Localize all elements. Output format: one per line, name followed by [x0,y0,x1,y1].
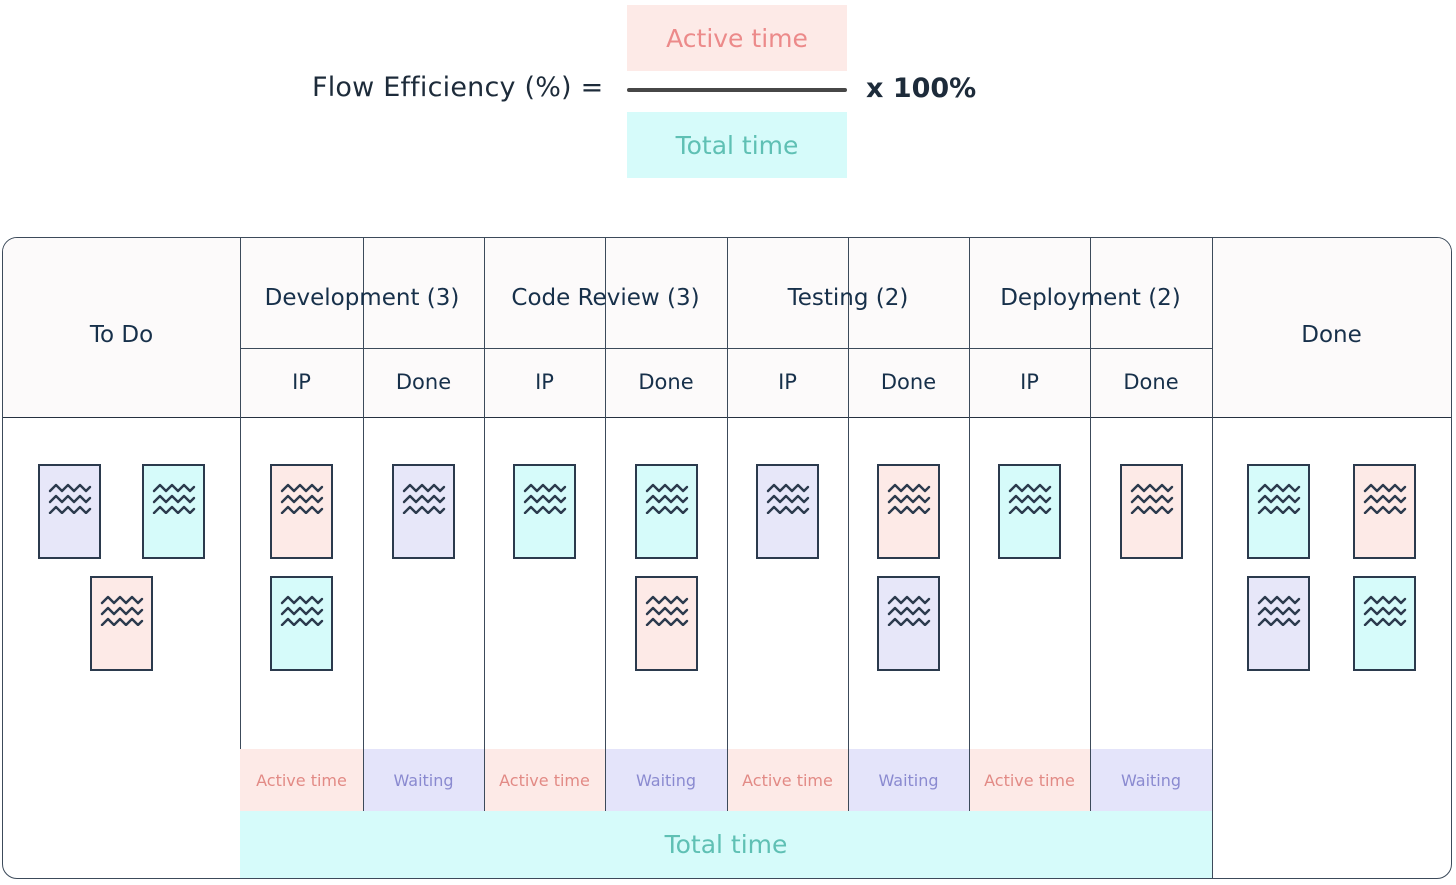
column-separator [484,238,486,878]
stage-header-code-review-3[interactable]: Code Review (3) [511,285,700,311]
card[interactable] [756,464,819,559]
sub-column-header-development-3-done[interactable]: Done [395,370,452,394]
time-band-waiting-8: Waiting [1090,749,1212,811]
stage-header-testing-2[interactable]: Testing (2) [787,285,909,311]
sub-column-header-deployment-2-done[interactable]: Done [1123,370,1179,394]
wave-lines-icon [645,480,689,514]
sub-column-header-development-3-ip[interactable]: IP [292,370,311,394]
time-band-separator [1090,749,1092,811]
card[interactable] [90,576,153,671]
wave-lines-icon [887,480,931,514]
wave-lines-icon [1130,480,1174,514]
wave-lines-icon [280,592,324,626]
card[interactable] [270,576,333,671]
card[interactable] [877,464,940,559]
time-band-waiting-6: Waiting [848,749,969,811]
card[interactable] [142,464,205,559]
time-band-active-3: Active time [484,749,605,811]
card[interactable] [1247,576,1310,671]
column-separator [727,238,729,878]
wave-lines-icon [402,480,446,514]
kanban-board: To Do Done Development (3) IP Done Code Revie… [2,237,1452,879]
column-separator [1212,238,1214,878]
sub-column-separator [848,348,850,418]
sub-column-separator [605,348,607,418]
card[interactable] [1353,464,1416,559]
wave-lines-icon [1257,592,1301,626]
time-band-separator [484,749,486,811]
time-band-separator [848,749,850,811]
wave-lines-icon [1363,592,1407,626]
column-separator [1090,238,1092,878]
card[interactable] [513,464,576,559]
card[interactable] [1247,464,1310,559]
stage-header-divider [240,348,484,350]
wave-lines-icon [1008,480,1052,514]
time-band-separator [363,749,365,811]
card[interactable] [877,576,940,671]
wave-lines-icon [645,592,689,626]
wave-lines-icon [48,480,92,514]
card[interactable] [38,464,101,559]
column-separator [969,238,971,878]
formula-multiplier-label: x 100% [866,73,977,104]
column-separator [848,238,850,878]
sub-column-header-deployment-2-ip[interactable]: IP [1020,370,1039,394]
time-band-separator [969,749,971,811]
wave-lines-icon [152,480,196,514]
wave-lines-icon [280,480,324,514]
total-time-band: Total time [240,811,1212,878]
sub-column-header-code-review-3-done[interactable]: Done [638,370,694,394]
card[interactable] [635,464,698,559]
wave-lines-icon [523,480,567,514]
time-band-separator [605,749,607,811]
column-header-to-do[interactable]: To Do [89,322,154,348]
formula-label: Flow Efficiency (%) = [312,72,604,103]
time-band-active-1: Active time [240,749,363,811]
time-band-waiting-2: Waiting [363,749,484,811]
sub-column-separator [363,348,365,418]
card[interactable] [1353,576,1416,671]
flow-efficiency-formula: Flow Efficiency (%) = Active time Total … [0,0,1456,200]
time-band-separator [727,749,729,811]
time-band-waiting-4: Waiting [605,749,727,811]
formula-numerator-chip: Active time [627,5,847,71]
time-band-active-5: Active time [727,749,848,811]
card[interactable] [270,464,333,559]
card[interactable] [998,464,1061,559]
wave-lines-icon [766,480,810,514]
card[interactable] [392,464,455,559]
wave-lines-icon [1363,480,1407,514]
column-separator [363,238,365,878]
sub-column-separator [1090,348,1092,418]
stage-header-deployment-2[interactable]: Deployment (2) [1000,285,1181,311]
sub-column-header-testing-2-done[interactable]: Done [880,370,937,394]
fraction-bar [627,88,847,92]
wave-lines-icon [1257,480,1301,514]
card[interactable] [635,576,698,671]
sub-column-header-testing-2-ip[interactable]: IP [778,370,797,394]
formula-numerator-label: Active time [666,23,808,53]
time-band-active-7: Active time [969,749,1090,811]
formula-denominator-label: Total time [675,130,799,160]
formula-denominator-chip: Total time [627,112,847,178]
column-separator [240,238,242,878]
column-separator [605,238,607,878]
sub-column-header-code-review-3-ip[interactable]: IP [535,370,554,394]
card[interactable] [1120,464,1183,559]
stage-header-development-3[interactable]: Development (3) [264,285,460,311]
wave-lines-icon [887,592,931,626]
column-header-done[interactable]: Done [1301,322,1362,348]
wave-lines-icon [100,592,144,626]
